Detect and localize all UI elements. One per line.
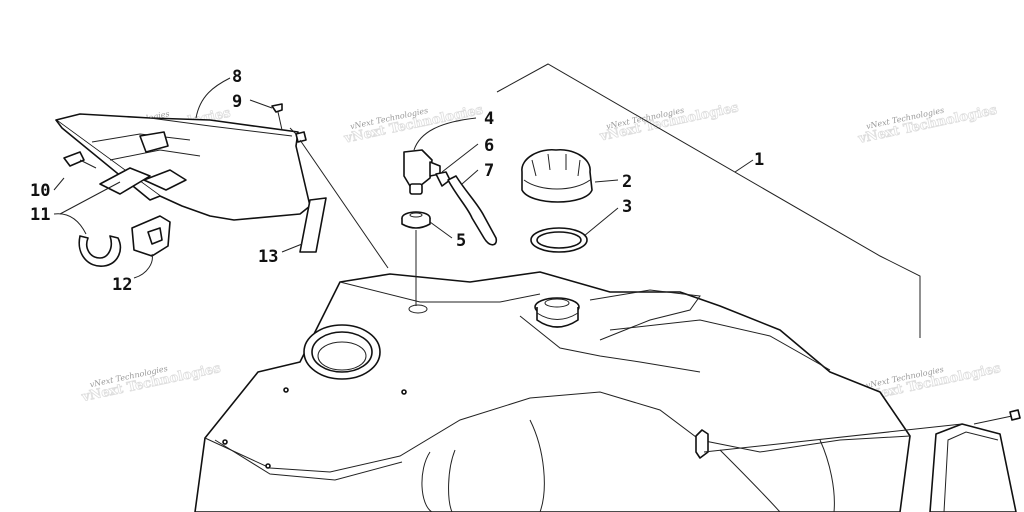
leader-lines (53, 77, 619, 279)
pump-cover-assembly (55, 103, 311, 221)
hose-clamp (435, 171, 451, 187)
vent-port (408, 304, 428, 314)
callout-12: 12 (112, 275, 132, 295)
push-pin (63, 151, 97, 169)
bolt-icon (271, 103, 283, 113)
callout-10: 10 (30, 181, 50, 201)
callout-3: 3 (622, 197, 632, 217)
vent-hose (447, 175, 498, 246)
grommet (401, 211, 431, 229)
fuel-cap (521, 148, 593, 203)
callout-labels: 1 2 3 4 5 6 7 8 9 10 11 12 13 (30, 67, 764, 295)
callout-2: 2 (622, 172, 632, 192)
clamp-ring (78, 235, 122, 267)
callout-8: 8 (232, 67, 242, 87)
side-cover (929, 409, 1021, 512)
callout-13: 13 (258, 247, 278, 267)
callout-7: 7 (484, 161, 494, 181)
callout-9: 9 (232, 92, 242, 112)
foam-strip (299, 197, 327, 253)
callout-4: 4 (484, 109, 494, 129)
callout-1: 1 (754, 150, 764, 170)
screw-icon (1009, 409, 1021, 421)
fuel-tank (194, 271, 911, 512)
tank-bracket (496, 63, 921, 338)
mount-tab (695, 429, 709, 459)
callout-5: 5 (456, 231, 466, 251)
callout-6: 6 (484, 136, 494, 156)
bracket-clip (131, 215, 171, 257)
cap-gasket (530, 227, 588, 253)
callout-11: 11 (30, 205, 50, 225)
vent-valve (403, 149, 441, 195)
